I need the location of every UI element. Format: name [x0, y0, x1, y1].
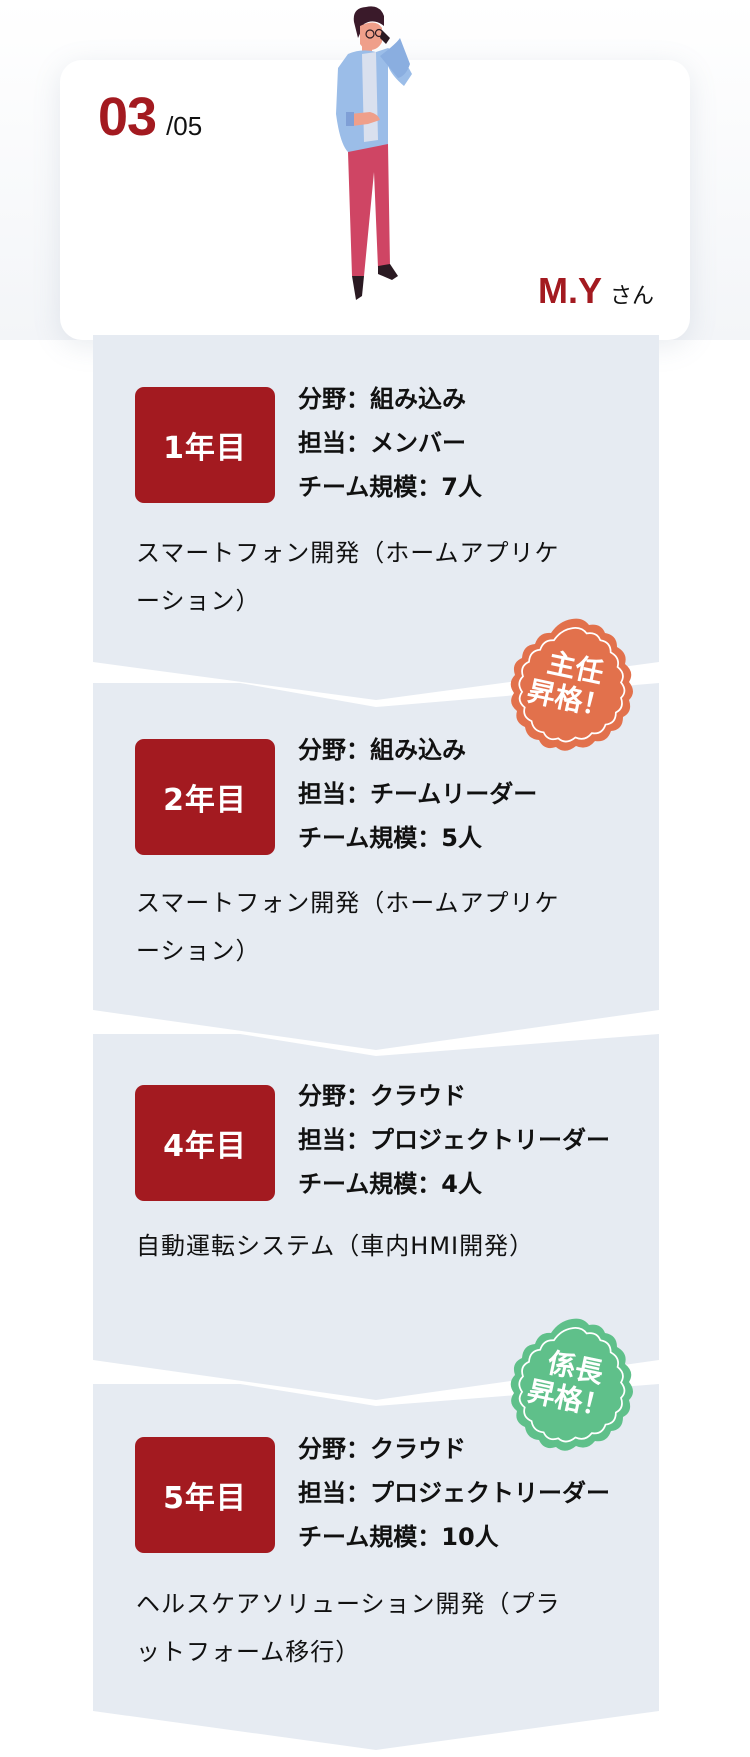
desc-line: 自動運転システム（車内HMI開発）	[136, 1232, 535, 1260]
desc-line: スマートフォン開発（ホームアプリケ	[136, 539, 560, 567]
fact-role: 担当：メンバー	[298, 429, 466, 457]
promotion-badge-chief: 主任 昇格！	[497, 615, 647, 765]
desc-line: ーション）	[136, 587, 261, 615]
profile-name: M.Y さん	[538, 270, 654, 312]
project-description: ヘルスケアソリューション開発（プラ ットフォーム移行）	[136, 1580, 636, 1676]
profile-total: /05	[166, 111, 203, 141]
project-description: 自動運転システム（車内HMI開発）	[136, 1222, 636, 1270]
timeline-section-year1: 1年目 分野：組み込み 担当：メンバー チーム規模：7人 スマートフォン開発（ホ…	[93, 335, 659, 700]
fact-team: チーム規模：7人	[298, 473, 482, 501]
fact-team: チーム規模：10人	[298, 1523, 499, 1551]
facts-list: 分野：組み込み 担当：メンバー チーム規模：7人	[298, 377, 482, 509]
year-label: 4年目	[135, 1085, 275, 1201]
desc-line: ットフォーム移行）	[136, 1638, 361, 1666]
fact-field: 分野：組み込み	[298, 736, 466, 764]
badge-label: 係長 昇格！	[483, 1295, 661, 1473]
promotion-badge-section-chief: 係長 昇格！	[497, 1315, 647, 1465]
profile-counter: 03 /05	[98, 86, 202, 148]
desc-line: スマートフォン開発（ホームアプリケ	[136, 889, 560, 917]
year-label: 2年目	[135, 739, 275, 855]
profile-index: 03	[98, 87, 157, 147]
scalloped-badge-icon	[510, 618, 633, 751]
name-initials: M.Y	[537, 270, 602, 311]
year-label: 5年目	[135, 1437, 275, 1553]
facts-list: 分野：クラウド 担当：プロジェクトリーダー チーム規模：4人	[298, 1074, 610, 1206]
year-label: 1年目	[135, 387, 275, 503]
project-description: スマートフォン開発（ホームアプリケ ーション）	[136, 529, 636, 625]
fact-role: 担当：プロジェクトリーダー	[298, 1126, 610, 1154]
fact-role: 担当：プロジェクトリーダー	[298, 1479, 610, 1507]
timeline-section-year2: 2年目 分野：組み込み 担当：チームリーダー チーム規模：5人 スマートフォン開…	[93, 683, 659, 1050]
fact-field: 分野：クラウド	[298, 1435, 466, 1463]
fact-field: 分野：クラウド	[298, 1082, 466, 1110]
project-description: スマートフォン開発（ホームアプリケ ーション）	[136, 879, 636, 975]
fact-team: チーム規模：4人	[298, 1170, 482, 1198]
desc-line: ヘルスケアソリューション開発（プラ	[136, 1590, 561, 1618]
desc-line: ーション）	[136, 937, 261, 965]
fact-team: チーム規模：5人	[298, 824, 482, 852]
scalloped-badge-icon	[510, 1318, 633, 1451]
fact-role: 担当：チームリーダー	[298, 780, 538, 808]
facts-list: 分野：組み込み 担当：チームリーダー チーム規模：5人	[298, 728, 537, 860]
badge-label: 主任 昇格！	[483, 595, 661, 773]
person-on-phone-illustration	[336, 6, 412, 300]
facts-list: 分野：クラウド 担当：プロジェクトリーダー チーム規模：10人	[298, 1427, 610, 1559]
name-suffix: さん	[609, 284, 654, 309]
fact-field: 分野：組み込み	[298, 385, 466, 413]
